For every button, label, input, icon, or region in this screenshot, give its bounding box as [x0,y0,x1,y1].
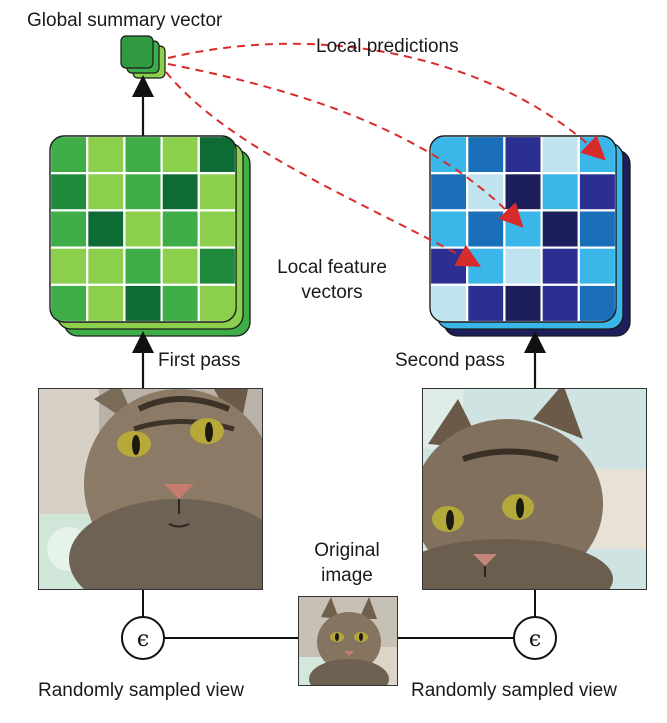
global-summary-vector-label: Global summary vector [27,10,223,31]
random-view-right-label: Randomly sampled view [411,680,617,701]
blue-grid-cell [540,246,580,286]
blue-grid-cell [503,172,543,212]
green-grid-cell [86,136,126,175]
blue-grid-cell [430,136,469,175]
green-grid-cell [197,283,236,322]
green-grid-cell [160,246,200,286]
blue-grid-cell [430,246,469,286]
green-grid-cell [160,136,200,175]
epsilon-left-icon: ϵ [121,616,165,660]
local-feature-vectors-line2: vectors [301,282,363,303]
blue-grid-cell [466,172,506,212]
green-grid-cell [160,283,200,322]
local-prediction-arrows [165,42,606,267]
blue-grid-cell [577,172,616,212]
original-image-photo [298,596,398,686]
blue-grid-cell [540,283,580,322]
original-image-label: Original image [290,540,404,587]
blue-grid-cell [503,136,543,175]
first-pass-label: First pass [158,350,241,371]
second-pass-label: Second pass [395,350,505,371]
blue-grid-cell [577,209,616,249]
random-view-left-label: Randomly sampled view [38,680,244,701]
prediction-arrow-1 [167,42,606,161]
blue-grid-cell [577,283,616,322]
local-feature-vectors-line1: Local feature [277,257,387,278]
green-grid-cell [123,172,163,212]
svg-text:ϵ: ϵ [137,627,149,652]
green-grid-cell [123,283,163,322]
blue-grid-cell [466,209,506,249]
green-grid-cell [160,172,200,212]
green-grid-cell [123,209,163,249]
local-predictions-label: Local predictions [316,36,459,57]
green-grid-cell [50,172,89,212]
blue-feature-map [429,135,631,337]
blue-grid-cell [577,246,616,286]
blue-grid-cell [430,283,469,322]
green-grid-cell [123,246,163,286]
original-image-line2: image [321,565,373,586]
blue-grid-cell [430,172,469,212]
green-grid-cell [197,136,236,175]
blue-grid-cell [466,136,506,175]
green-grid-cell [86,209,126,249]
epsilon-right-icon: ϵ [513,616,557,660]
first-view-photo [38,388,263,590]
green-grid-cell [197,246,236,286]
prediction-arrow-2 [167,63,524,228]
original-image-line1: Original [314,540,380,561]
blue-grid-cell [466,246,506,286]
local-feature-vectors-label: Local feature vectors [262,257,402,304]
global-summary-vector-icon [120,35,166,79]
sampling-connections [142,588,536,639]
green-grid-cell [50,136,89,175]
svg-text:ϵ: ϵ [529,627,541,652]
green-grid-cell [50,283,89,322]
green-grid-cell [50,246,89,286]
green-grid-cell [86,246,126,286]
green-grid-cell [197,209,236,249]
blue-grid-cell [430,209,469,249]
green-grid-cell [197,172,236,212]
prediction-arrow-3 [165,71,482,267]
blue-grid-cell [540,136,580,175]
green-feature-map [49,135,251,337]
green-grid-cell [160,209,200,249]
blue-grid-cell [466,283,506,322]
blue-grid-cell [540,209,580,249]
green-grid-cell [123,136,163,175]
blue-grid-cell [503,283,543,322]
green-grid-cell [50,209,89,249]
blue-grid-cell [503,246,543,286]
second-view-photo [422,388,647,590]
green-grid-cell [86,172,126,212]
blue-grid-cell [540,172,580,212]
green-grid-cell [86,283,126,322]
blue-grid-cell [503,209,543,249]
